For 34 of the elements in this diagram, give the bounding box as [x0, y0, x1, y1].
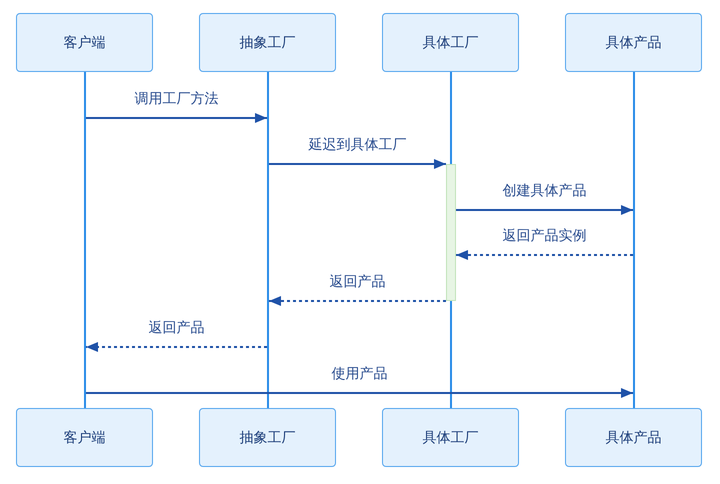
- participant-box: [565, 13, 702, 72]
- participant-name: 具体产品: [606, 428, 662, 446]
- participant-name: 抽象工厂: [240, 34, 296, 52]
- participant-name: 客户端: [64, 428, 106, 446]
- message-label: 延迟到具体工厂: [306, 136, 408, 154]
- lifeline: [84, 72, 86, 408]
- participant-name: 抽象工厂: [240, 428, 296, 446]
- lifeline: [633, 72, 635, 408]
- message-label: 返回产品实例: [500, 227, 588, 245]
- message-arrow: [269, 159, 446, 169]
- message-label: 返回产品: [146, 319, 206, 337]
- message-label: 创建具体产品: [500, 182, 588, 200]
- message-arrow: [456, 205, 633, 215]
- participant-box: [199, 408, 336, 467]
- message-label: 返回产品: [328, 273, 388, 291]
- participant-box: [199, 13, 336, 72]
- participant-name: 具体工厂: [422, 428, 478, 446]
- message-arrow: [269, 296, 446, 306]
- message-arrow: [86, 342, 267, 352]
- message-label: 调用工厂方法: [132, 90, 220, 108]
- message-arrow: [86, 113, 267, 123]
- participant-box: [16, 13, 153, 72]
- lifeline: [267, 72, 269, 408]
- message-arrow: [86, 388, 633, 398]
- message-arrow: [456, 250, 633, 260]
- participant-box: [16, 408, 153, 467]
- activation-bar: [446, 164, 456, 301]
- participant-box: [382, 408, 519, 467]
- participant-name: 具体工厂: [422, 34, 478, 52]
- participant-box: [382, 13, 519, 72]
- participant-name: 客户端: [64, 34, 106, 52]
- message-label: 使用产品: [330, 365, 390, 383]
- participant-box: [565, 408, 702, 467]
- participant-name: 具体产品: [606, 34, 662, 52]
